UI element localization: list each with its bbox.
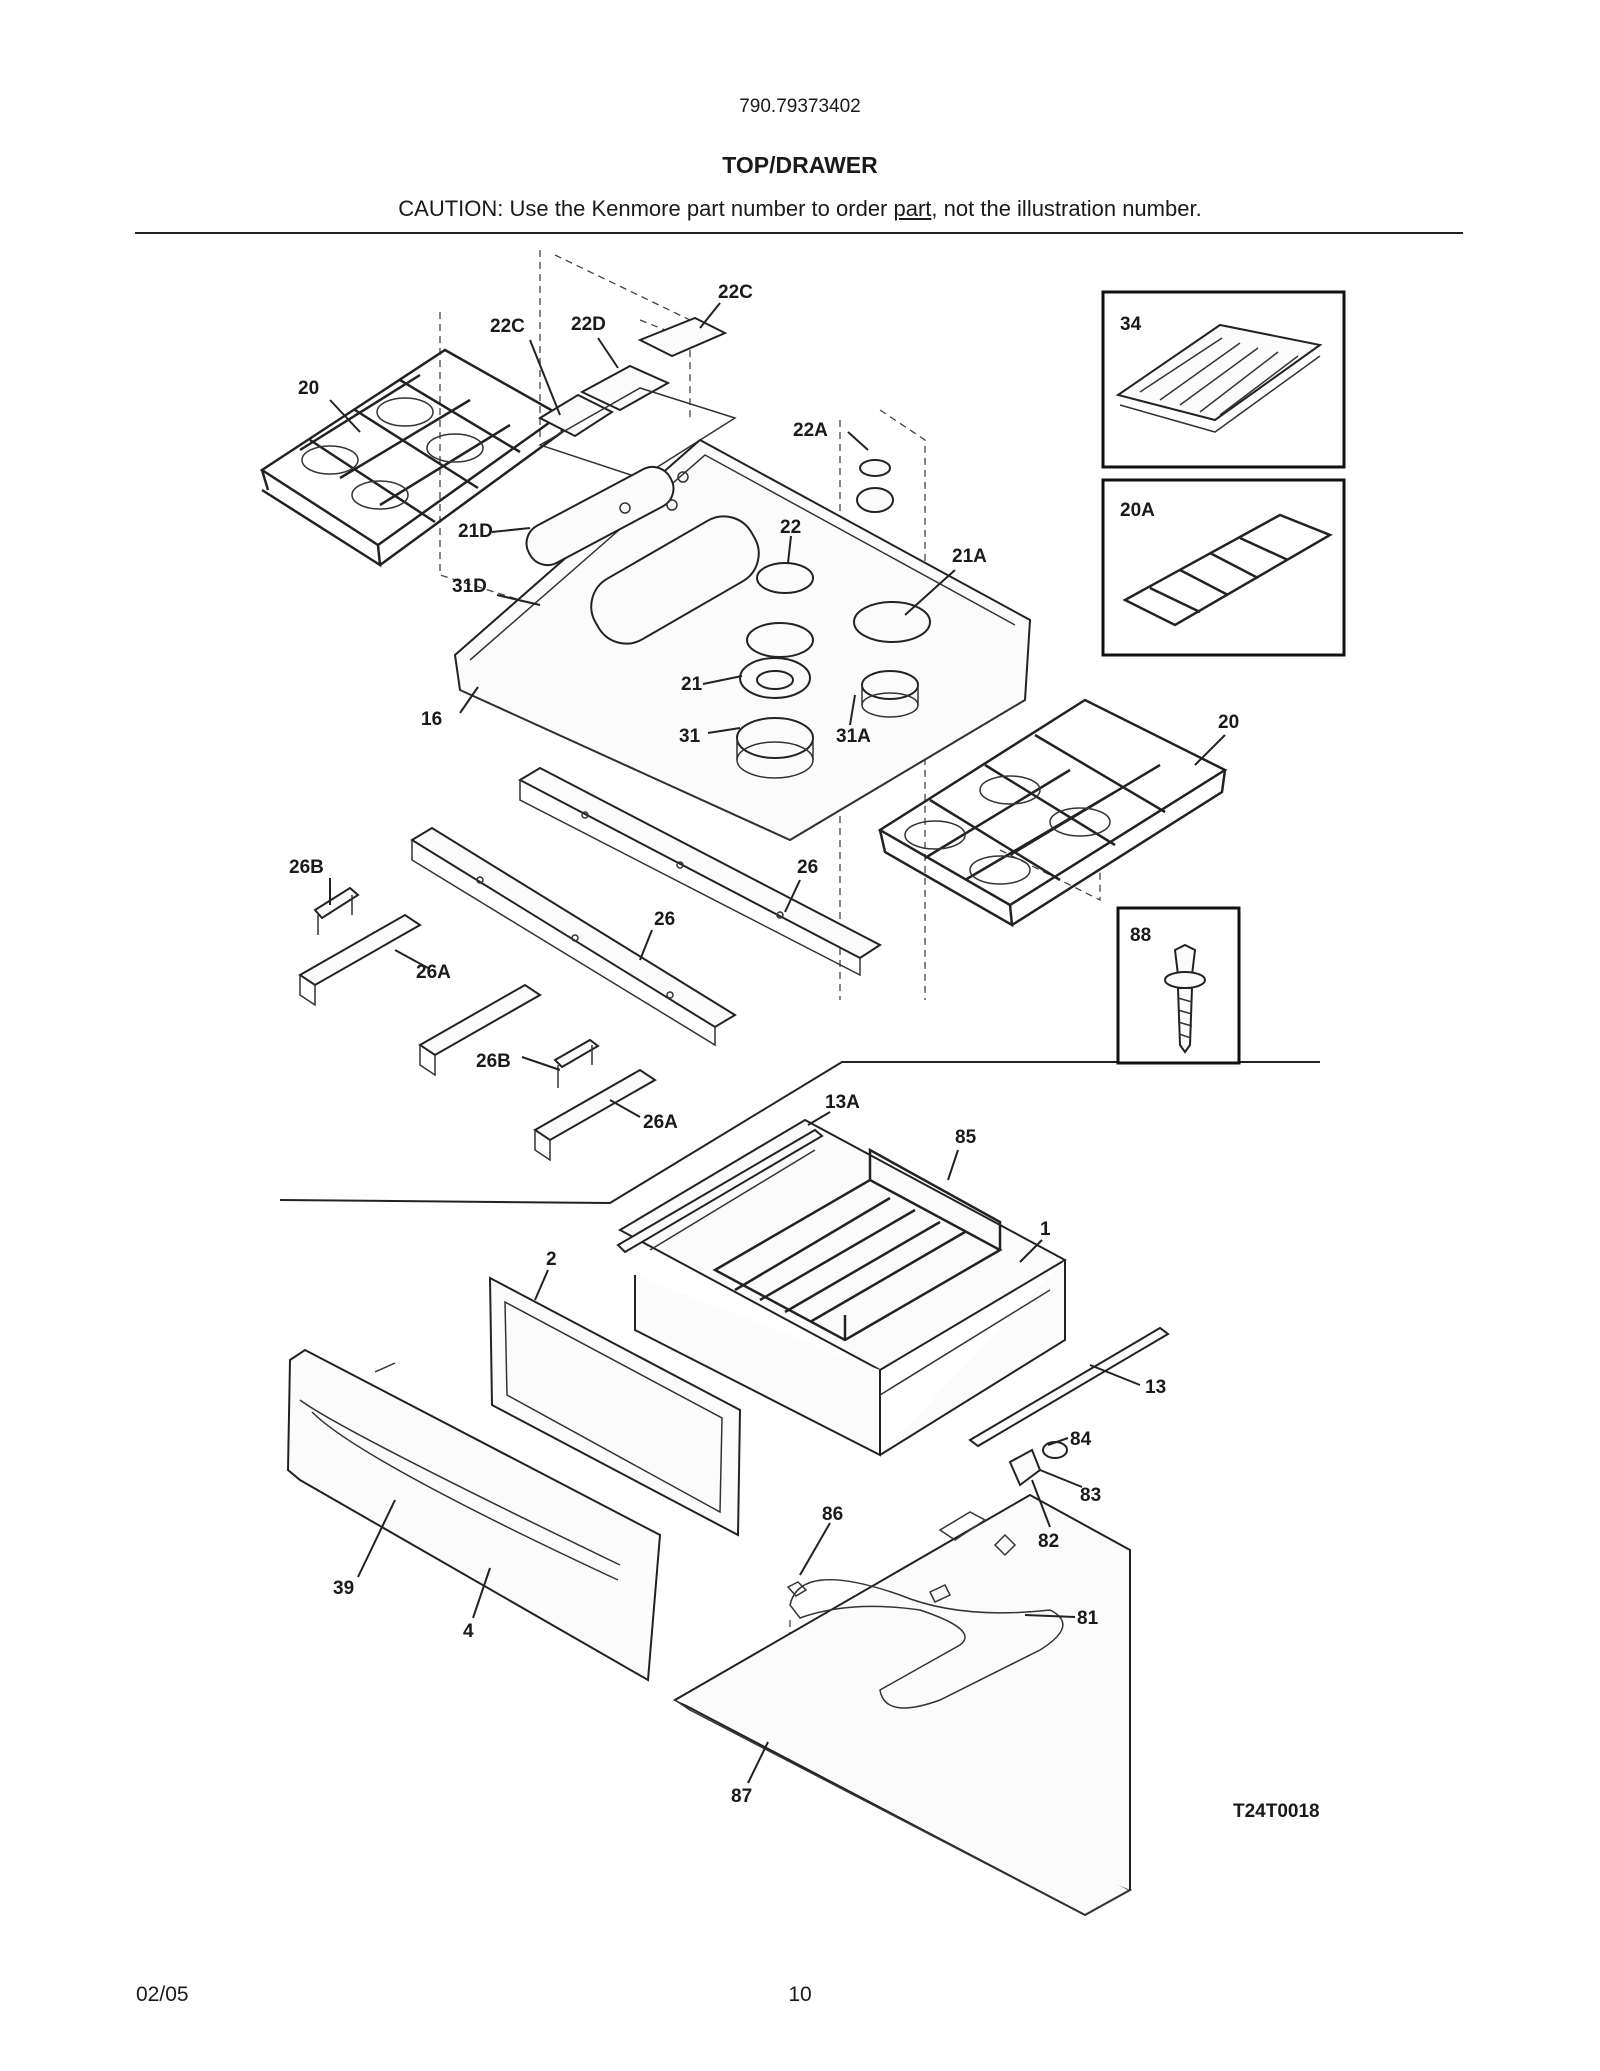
callout-labels: 22C 22D 22C 20 22A 21D 22 21A 31D 21 16 …	[289, 282, 1320, 1822]
callout-16: 16	[421, 709, 442, 730]
grate-right-part-20	[877, 698, 1228, 928]
callout-87: 87	[731, 1786, 752, 1807]
callout-84: 84	[1070, 1429, 1092, 1450]
bracket-parts-26A-26B	[298, 886, 657, 1162]
callout-1: 1	[1040, 1219, 1051, 1240]
element-and-pan-parts	[672, 1441, 1133, 1917]
caution-prefix: CAUTION: Use the Kenmore part number to …	[398, 196, 894, 221]
callout-22C-right: 22C	[718, 282, 753, 303]
footer-page-number: 10	[788, 1983, 812, 2006]
callout-82: 82	[1038, 1531, 1059, 1552]
callout-2: 2	[546, 1249, 557, 1270]
callout-86: 86	[822, 1504, 843, 1525]
section-divider	[279, 1061, 1320, 1205]
inset-box-34: 34	[1101, 290, 1346, 469]
callout-26-right: 26	[797, 857, 818, 878]
callout-22D: 22D	[571, 314, 606, 335]
callout-26A-upper: 26A	[416, 962, 451, 983]
callout-21D: 21D	[458, 521, 493, 542]
bracket-parts-26	[410, 766, 882, 1047]
caution-underlined-word: part	[893, 196, 932, 221]
model-number: 790.79373402	[739, 96, 861, 117]
inset-label-88: 88	[1130, 925, 1151, 946]
inset-box-88: 88	[1116, 906, 1241, 1065]
caution-note: CAUTION: Use the Kenmore part number to …	[0, 196, 1600, 222]
door-parts	[286, 1276, 742, 1682]
page-title: TOP/DRAWER	[722, 152, 878, 178]
callout-31D: 31D	[452, 576, 487, 597]
callout-4: 4	[463, 1621, 474, 1642]
cap-parts-22C-22D	[537, 316, 737, 479]
drawer-parts	[616, 1118, 1170, 1457]
inset-box-20A: 20A	[1101, 478, 1346, 657]
callout-26-left: 26	[654, 909, 675, 930]
callout-leaders	[329, 302, 1226, 1784]
caution-suffix: , not the illustration number.	[931, 196, 1202, 221]
callout-26A-lower: 26A	[643, 1112, 678, 1133]
cooktop-main-part-16	[453, 438, 1032, 842]
diagram-code: T24T0018	[1233, 1801, 1320, 1822]
burner-parts	[736, 459, 919, 779]
callout-85: 85	[955, 1127, 977, 1148]
inset-label-20A: 20A	[1120, 500, 1155, 521]
header-rule	[135, 232, 1463, 234]
callout-81: 81	[1077, 1608, 1099, 1629]
footer-date: 02/05	[136, 1983, 189, 2006]
callout-26B-lower: 26B	[476, 1051, 511, 1072]
callout-22: 22	[780, 517, 801, 538]
callout-22C-left: 22C	[490, 316, 525, 337]
callout-39: 39	[333, 1578, 354, 1599]
callout-26B-upper: 26B	[289, 857, 324, 878]
callout-21: 21	[681, 674, 703, 695]
callout-20-lower: 20	[1218, 712, 1239, 733]
callout-83: 83	[1080, 1485, 1101, 1506]
callout-31A: 31A	[836, 726, 871, 747]
grate-left-part-20	[259, 348, 564, 568]
callout-22A: 22A	[793, 420, 828, 441]
callout-13: 13	[1145, 1377, 1166, 1398]
callout-20-upper: 20	[298, 378, 319, 399]
callout-31: 31	[679, 726, 701, 747]
callout-21A: 21A	[952, 546, 987, 567]
inset-label-34: 34	[1120, 314, 1142, 335]
callout-13A: 13A	[825, 1092, 860, 1113]
